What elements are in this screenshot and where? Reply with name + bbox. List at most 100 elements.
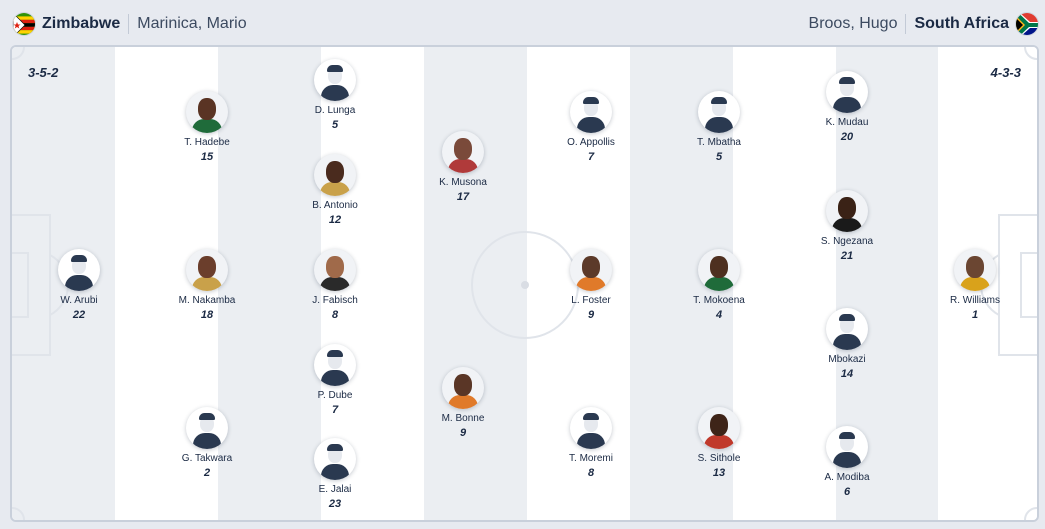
player-name: R. Williams xyxy=(950,295,1000,306)
player-card[interactable]: M. Bonne 9 xyxy=(408,367,518,439)
player-number: 18 xyxy=(200,309,214,321)
player-card[interactable]: S. Ngezana 21 xyxy=(792,190,902,262)
player-name: M. Bonne xyxy=(441,413,485,424)
player-number: 17 xyxy=(456,191,470,203)
player-number: 1 xyxy=(971,309,979,321)
player-avatar-placeholder-icon xyxy=(58,249,100,291)
player-card[interactable]: S. Sithole 13 xyxy=(664,407,774,479)
player-card[interactable]: R. Williams 1 xyxy=(920,249,1030,321)
player-number: 13 xyxy=(712,467,726,479)
home-coach-name: Marinica, Mario xyxy=(137,15,247,32)
player-card[interactable]: T. Mokoena 4 xyxy=(664,249,774,321)
player-number: 15 xyxy=(200,151,214,163)
player-card[interactable]: E. Jalai 23 xyxy=(280,438,390,510)
player-number: 9 xyxy=(587,309,595,321)
player-name: W. Arubi xyxy=(60,295,98,306)
player-avatar-placeholder-icon xyxy=(826,71,868,113)
player-card[interactable]: L. Foster 9 xyxy=(536,249,646,321)
player-name: K. Mudau xyxy=(825,117,869,128)
player-name: B. Antonio xyxy=(312,200,358,211)
player-number: 7 xyxy=(587,151,595,163)
player-card[interactable]: O. Appollis 7 xyxy=(536,91,646,163)
player-number: 12 xyxy=(328,214,342,226)
player-card[interactable]: T. Moremi 8 xyxy=(536,407,646,479)
player-name: Mbokazi xyxy=(828,354,866,365)
player-name: O. Appollis xyxy=(567,137,615,148)
pitch-stripe xyxy=(218,47,321,520)
player-photo xyxy=(570,249,612,291)
player-card[interactable]: P. Dube 7 xyxy=(280,344,390,416)
away-team-name: South Africa xyxy=(914,15,1009,32)
player-number: 8 xyxy=(587,467,595,479)
player-avatar-placeholder-icon xyxy=(698,91,740,133)
player-name: A. Modiba xyxy=(824,472,870,483)
player-name: E. Jalai xyxy=(318,484,352,495)
away-team[interactable]: Broos, Hugo South Africa xyxy=(809,12,1039,36)
player-avatar-placeholder-icon xyxy=(186,407,228,449)
player-name: T. Mokoena xyxy=(693,295,745,306)
player-card[interactable]: K. Mudau 20 xyxy=(792,71,902,143)
player-card[interactable]: W. Arubi 22 xyxy=(24,249,134,321)
player-card[interactable]: B. Antonio 12 xyxy=(280,154,390,226)
player-number: 14 xyxy=(840,368,854,380)
player-name: G. Takwara xyxy=(181,453,233,464)
player-name: T. Hadebe xyxy=(184,137,230,148)
player-number: 22 xyxy=(72,309,86,321)
player-number: 21 xyxy=(840,250,854,262)
pitch-stripe xyxy=(733,47,836,520)
player-name: T. Mbatha xyxy=(697,137,741,148)
player-avatar-placeholder-icon xyxy=(314,59,356,101)
player-name: L. Foster xyxy=(571,295,611,306)
player-avatar-placeholder-icon xyxy=(826,308,868,350)
player-avatar-placeholder-icon xyxy=(570,91,612,133)
match-header: Zimbabwe Marinica, Mario Broos, Hugo Sou… xyxy=(0,0,1045,46)
player-card[interactable]: T. Hadebe 15 xyxy=(152,91,262,163)
divider xyxy=(905,14,907,34)
zimbabwe-flag-icon xyxy=(12,12,36,36)
player-avatar-placeholder-icon xyxy=(314,438,356,480)
player-photo xyxy=(442,131,484,173)
player-number: 23 xyxy=(328,498,342,510)
home-team-name: Zimbabwe xyxy=(42,15,121,32)
player-photo xyxy=(826,190,868,232)
away-coach-name: Broos, Hugo xyxy=(808,15,898,32)
player-name: K. Musona xyxy=(439,177,487,188)
player-photo xyxy=(314,154,356,196)
home-formation: 3-5-2 xyxy=(28,65,59,80)
player-name: D. Lunga xyxy=(314,105,356,116)
divider xyxy=(128,14,130,34)
away-formation: 4-3-3 xyxy=(990,65,1021,80)
player-number: 7 xyxy=(331,404,339,416)
player-card[interactable]: D. Lunga 5 xyxy=(280,59,390,131)
player-card[interactable]: K. Musona 17 xyxy=(408,131,518,203)
player-number: 2 xyxy=(203,467,211,479)
player-card[interactable]: A. Modiba 6 xyxy=(792,426,902,498)
player-number: 8 xyxy=(331,309,339,321)
player-number: 4 xyxy=(715,309,723,321)
player-photo xyxy=(314,249,356,291)
player-number: 9 xyxy=(459,427,467,439)
player-name: P. Dube xyxy=(317,390,353,401)
player-photo xyxy=(186,91,228,133)
player-card[interactable]: Mbokazi 14 xyxy=(792,308,902,380)
home-team[interactable]: Zimbabwe Marinica, Mario xyxy=(12,12,247,36)
player-number: 20 xyxy=(840,131,854,143)
player-name: S. Ngezana xyxy=(820,236,874,247)
player-card[interactable]: G. Takwara 2 xyxy=(152,407,262,479)
south-africa-flag-icon xyxy=(1015,12,1039,36)
player-avatar-placeholder-icon xyxy=(570,407,612,449)
player-name: S. Sithole xyxy=(697,453,741,464)
player-number: 5 xyxy=(331,119,339,131)
player-card[interactable]: J. Fabisch 8 xyxy=(280,249,390,321)
player-name: T. Moremi xyxy=(569,453,613,464)
player-photo xyxy=(442,367,484,409)
pitch-stripe xyxy=(424,47,527,520)
player-name: J. Fabisch xyxy=(312,295,358,306)
player-avatar-placeholder-icon xyxy=(314,344,356,386)
player-number: 6 xyxy=(843,486,851,498)
player-photo xyxy=(698,407,740,449)
player-photo xyxy=(954,249,996,291)
